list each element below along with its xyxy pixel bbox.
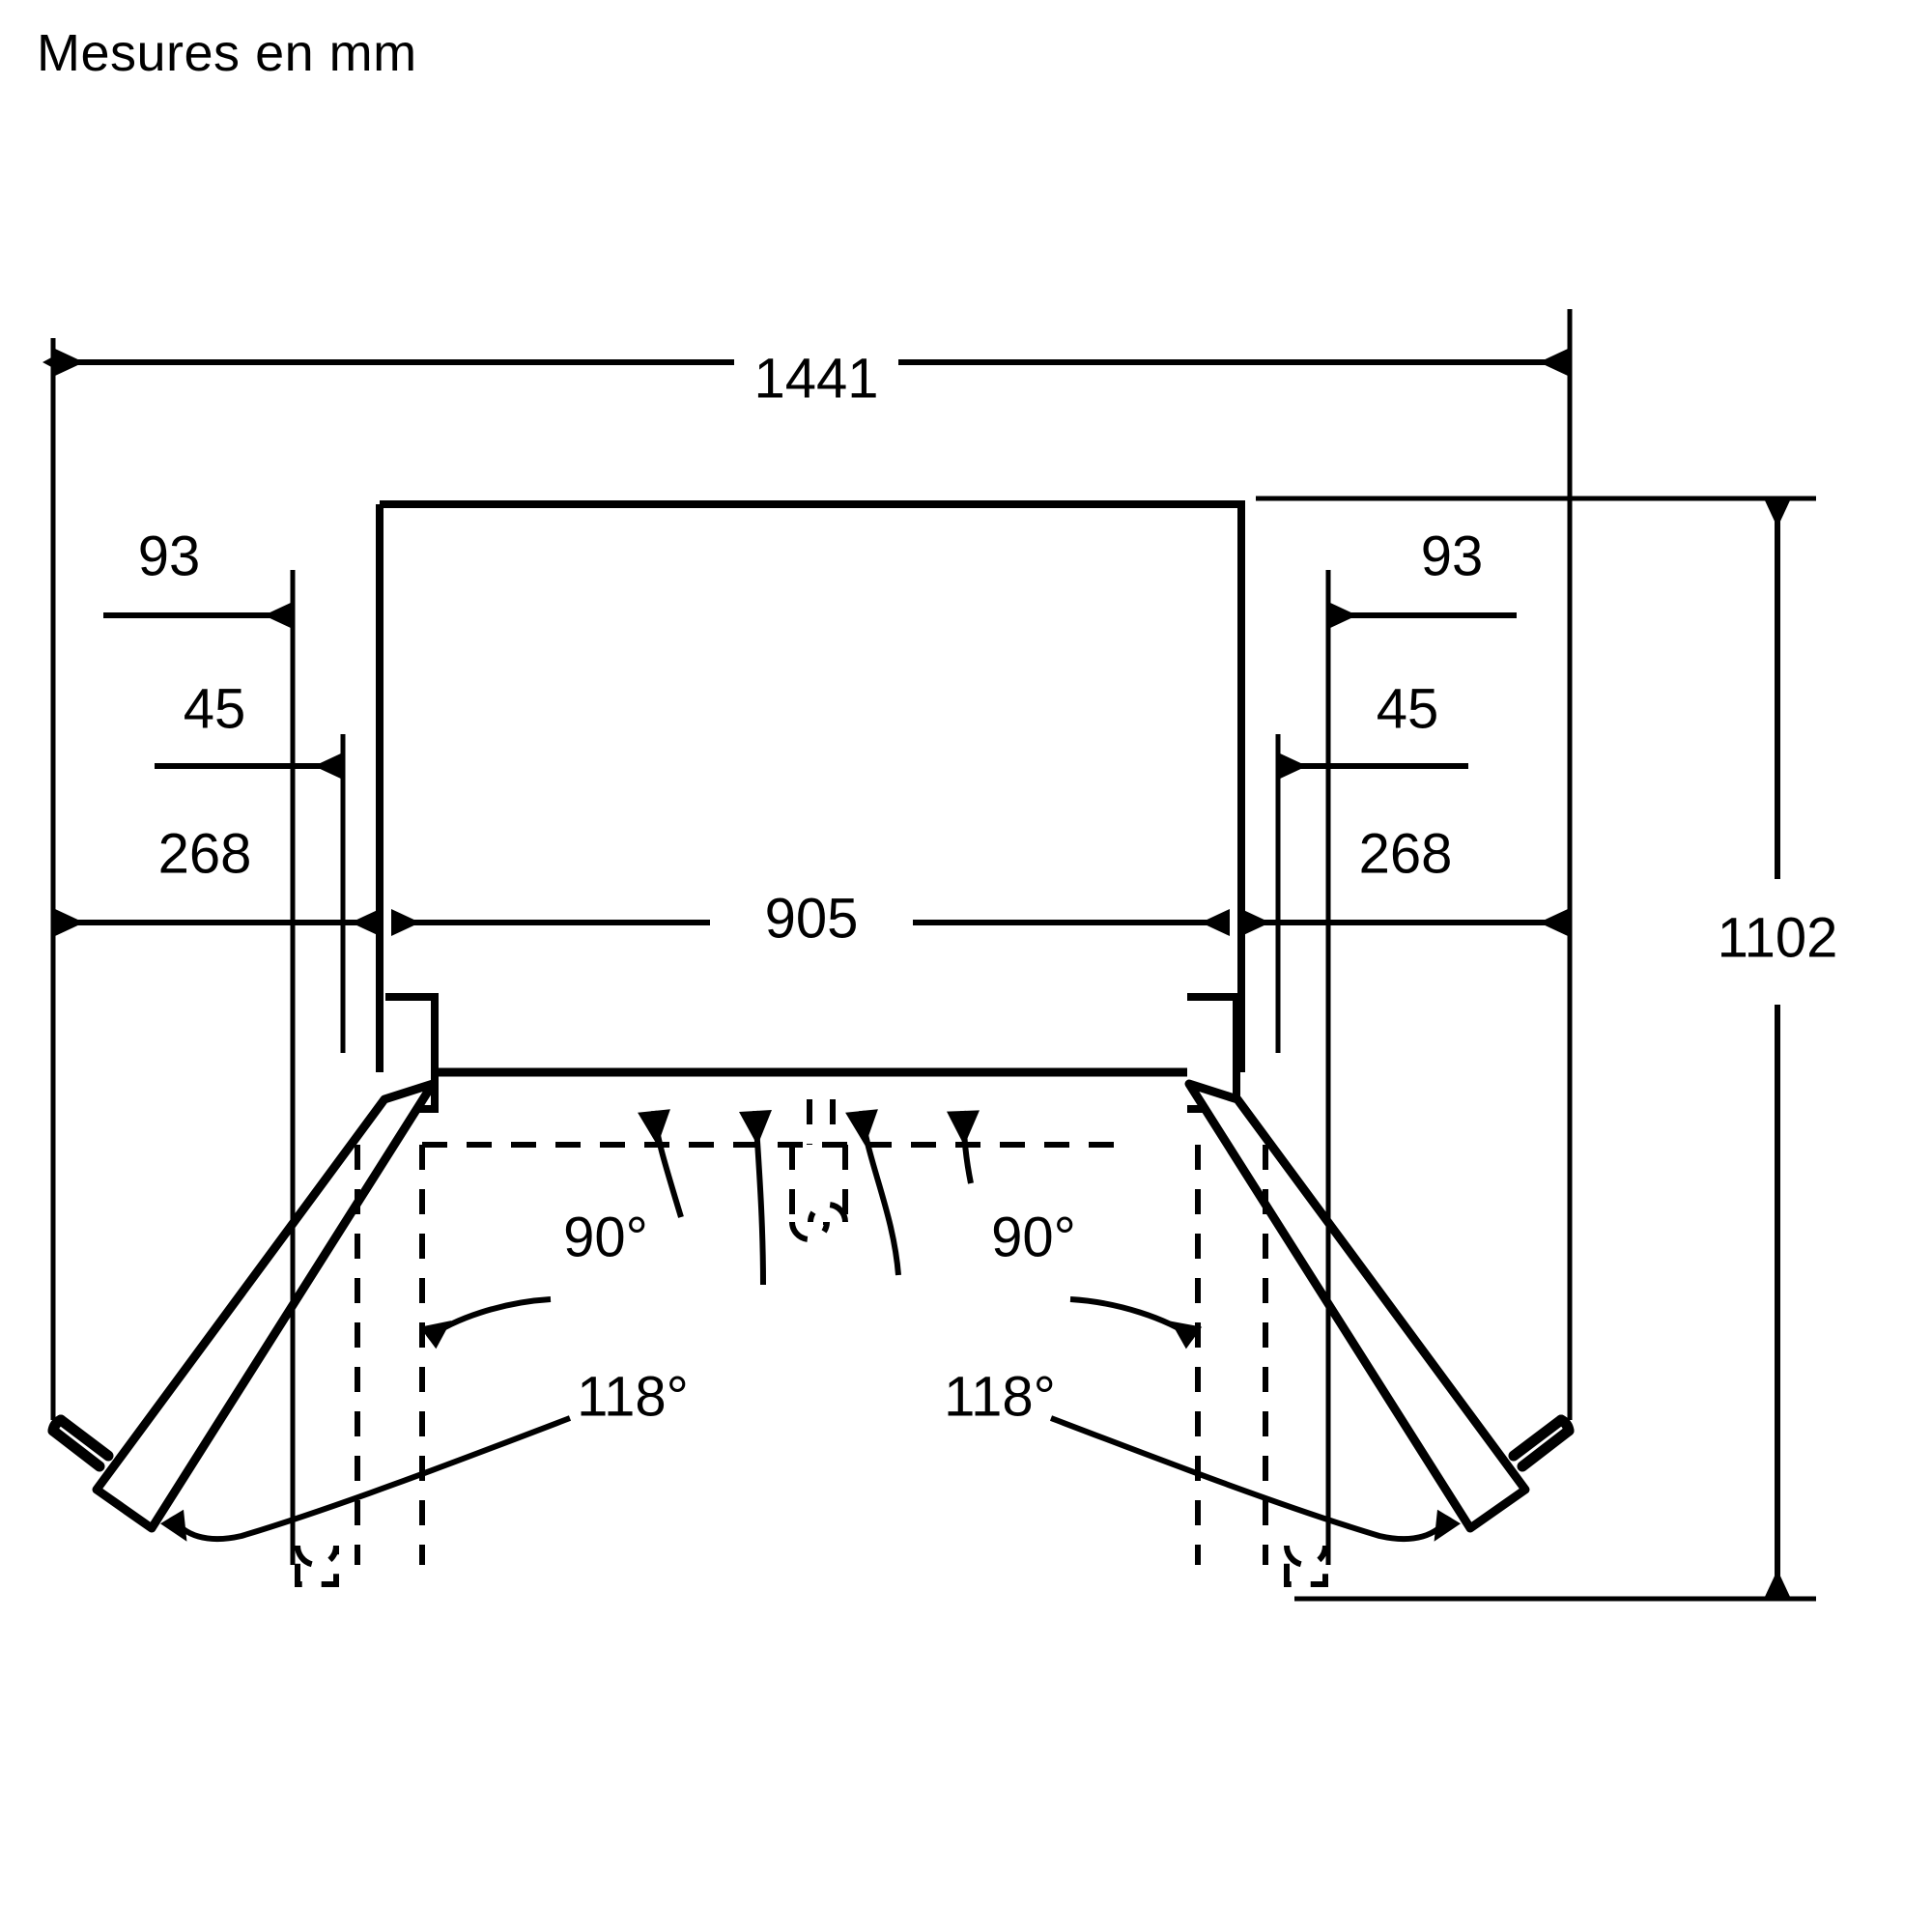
- dim-label-cabinet-width: 905: [765, 887, 859, 950]
- dim-label-right-93: 93: [1421, 525, 1484, 587]
- dimension-cabinet-width: 905: [391, 887, 1230, 950]
- dim-label-overall-depth: 1102: [1718, 906, 1838, 969]
- angle-label-118-left: 118°: [577, 1365, 689, 1428]
- cabinet-body: [376, 500, 1245, 1077]
- dimension-left-93: 93: [103, 525, 293, 629]
- dimension-overall-width: 1441: [43, 347, 1568, 410]
- center-door-handles: [789, 1202, 848, 1242]
- angle-arc-90-left: [419, 1296, 552, 1350]
- dimension-right-93: 93: [1328, 525, 1517, 629]
- dim-label-left-268: 268: [158, 822, 252, 885]
- dim-label-left-45: 45: [184, 677, 246, 740]
- angle-label-90-left: 90°: [563, 1206, 648, 1268]
- angle-arc-90-right: [1069, 1296, 1203, 1350]
- dim-label-left-93: 93: [138, 525, 201, 587]
- angle-label-118-right: 118°: [944, 1365, 1056, 1428]
- angle-arc-118-left: [160, 1415, 572, 1542]
- page-title: Mesures en mm: [37, 24, 417, 82]
- door-leader-arrows: [638, 1109, 980, 1286]
- door-panel-right-open: [1184, 1079, 1575, 1533]
- dimension-left-268: 268: [54, 822, 380, 936]
- door-swing-dashed-outlines: [355, 1099, 1268, 1565]
- angle-arc-118-right: [1049, 1415, 1461, 1542]
- angle-label-90-right: 90°: [991, 1206, 1076, 1268]
- dimension-overall-depth: 1102: [1718, 498, 1838, 1599]
- dimension-right-268: 268: [1241, 822, 1568, 936]
- door-panel-left-open: [47, 1079, 438, 1533]
- dimension-right-45: 45: [1278, 677, 1468, 780]
- dim-label-overall-width: 1441: [753, 347, 878, 410]
- dim-label-right-45: 45: [1377, 677, 1439, 740]
- dim-label-right-268: 268: [1359, 822, 1453, 885]
- dimension-left-45: 45: [155, 677, 343, 780]
- dashed-door-bottom-handles: [295, 1545, 1328, 1587]
